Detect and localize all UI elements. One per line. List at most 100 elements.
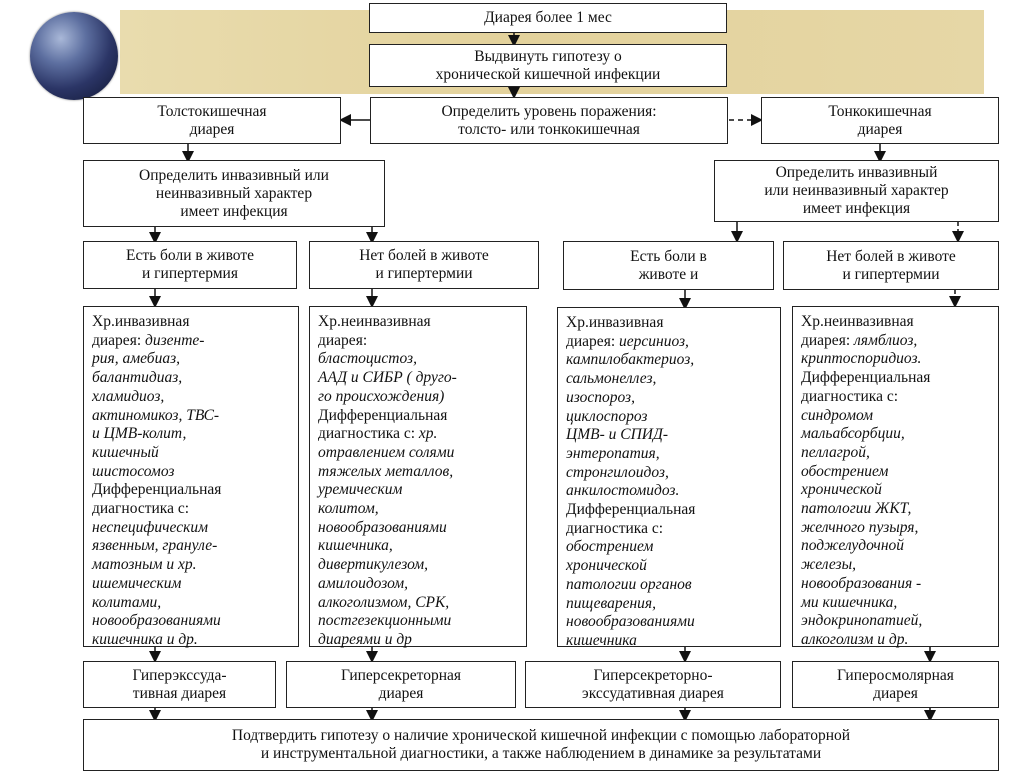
c-line-4: ЦМВ- и СПИД- xyxy=(566,426,772,445)
a-tail-2: матозным и хр. xyxy=(92,556,290,575)
no-pain-right-box: Нет болей в животе и гипертермии xyxy=(783,241,999,290)
d-tail-1: мальабсорбции, xyxy=(801,425,990,444)
invasive-right-line3: имеет инфекция xyxy=(803,200,910,218)
d-tail-10: ми кишечника, xyxy=(801,594,990,613)
a-tail-0: неспецифическим xyxy=(92,519,290,538)
no-pain-left-box: Нет болей в животе и гипертермии xyxy=(309,241,539,289)
chronic-invasive-colonic-box: Хр.инвазивная диарея: дизенте- рия, амеб… xyxy=(83,306,299,647)
d-tail-9: новообразования - xyxy=(801,575,990,594)
a-tail-4: колитами, xyxy=(92,594,290,613)
d-head2-it: лямблиоз, xyxy=(854,332,917,349)
b-tail-4: новообразованиями xyxy=(318,519,518,538)
d-tail-6: желчного пузыря, xyxy=(801,519,990,538)
invasive-right-line1: Определить инвазивный xyxy=(776,164,938,182)
hyperosmolar-box: Гиперосмолярная диарея xyxy=(792,661,999,708)
a-line-2: балантидиаз, xyxy=(92,369,290,388)
d-head2-row: диарея: лямблиоз, xyxy=(801,332,990,351)
hypersecretory-exudative-line2: экссудативная диарея xyxy=(582,685,724,703)
b-head: Хр.неинвазивная xyxy=(318,313,518,332)
b-head2: диарея: xyxy=(318,332,518,351)
a-head2: диарея: xyxy=(92,332,145,349)
b-tail-7: амилоидозом, xyxy=(318,575,518,594)
b-tail-1: тяжелых металлов, xyxy=(318,463,518,482)
d-diff2: диагностика с: xyxy=(801,388,990,407)
confirm-line1: Подтвердить гипотезу о наличие хроническ… xyxy=(232,727,850,745)
b-diff2-row: диагностика с: хр. xyxy=(318,425,518,444)
invasive-check-left-box: Определить инвазивный или неинвазивный х… xyxy=(83,160,385,227)
d-diff1: Дифференциальная xyxy=(801,369,990,388)
b-line-2: го происхождения) xyxy=(318,388,518,407)
b-tail-3: колитом, xyxy=(318,500,518,519)
c-tail-0: обострением xyxy=(566,538,772,557)
pain-fever-right-line2: животе и xyxy=(639,266,699,284)
c-tail-3: пищеварения, xyxy=(566,595,772,614)
c-head2: диарея: xyxy=(566,333,619,350)
c-line-2: изоспороз, xyxy=(566,389,772,408)
c-head2-row: диарея: иерсиниоз, xyxy=(566,333,772,352)
b-tail-5: кишечника, xyxy=(318,537,518,556)
no-pain-right-line2: и гипертермии xyxy=(842,266,939,284)
d-tail-7: поджелудочной xyxy=(801,537,990,556)
a-line-3: хламидиоз, xyxy=(92,388,290,407)
diarrhea-duration-box: Диарея более 1 мес xyxy=(369,3,727,33)
a-diff2: диагностика с: xyxy=(92,500,290,519)
confirm-hypothesis-box: Подтвердить гипотезу о наличие хроническ… xyxy=(83,719,999,771)
d-tail-8: железы, xyxy=(801,556,990,575)
invasive-left-line2: неинвазивный характер xyxy=(156,185,312,203)
c-tail-2: патологии органов xyxy=(566,576,772,595)
b-line-0: бластоцистоз, xyxy=(318,350,518,369)
a-line-7: шистосомоз xyxy=(92,463,290,482)
hypothesis-box: Выдвинуть гипотезу о хронической кишечно… xyxy=(369,44,727,87)
invasive-right-line2: или неинвазивный характер xyxy=(764,182,948,200)
no-pain-right-line1: Нет болей в животе xyxy=(826,248,956,266)
d-tail-11: эндокринопатией, xyxy=(801,612,990,631)
b-tail-9: постгезекционными xyxy=(318,612,518,631)
c-head2-it: иерсиниоз, xyxy=(619,333,689,350)
d-head: Хр.неинвазивная xyxy=(801,313,990,332)
b-tail-2: уремическим xyxy=(318,481,518,500)
a-tail-6: кишечника и др. xyxy=(92,631,290,650)
hypersecretory-line2: диарея xyxy=(379,685,424,703)
confirm-line2: и инструментальной диагностики, а также … xyxy=(261,745,821,763)
c-head: Хр.инвазивная xyxy=(566,314,772,333)
pain-fever-left-line2: и гипертермия xyxy=(142,265,238,283)
small-bowel-diarrhea-box: Тонкокишечная диарея xyxy=(761,97,999,144)
pain-fever-left-line1: Есть боли в животе xyxy=(126,247,254,265)
hyperexudative-line1: Гиперэкссуда- xyxy=(132,667,226,685)
a-tail-3: ишемическим xyxy=(92,575,290,594)
a-line-1: рия, амебиаз, xyxy=(92,350,290,369)
invasive-left-line3: имеет инфекция xyxy=(180,203,287,221)
d-tail-5: патологии ЖКТ, xyxy=(801,500,990,519)
c-line-5: энтеропатия, xyxy=(566,445,772,464)
diarrhea-duration-text: Диарея более 1 мес xyxy=(484,9,612,27)
hyperosmolar-line2: диарея xyxy=(873,685,918,703)
b-tail-8: алкоголизмом, СРК, xyxy=(318,594,518,613)
lesion-level-box: Определить уровень поражения: толсто- ил… xyxy=(370,97,728,144)
hypersecretory-exudative-line1: Гиперсекреторно- xyxy=(594,667,713,685)
no-pain-left-line1: Нет болей в животе xyxy=(359,247,489,265)
hypersecretory-exudative-box: Гиперсекреторно- экссудативная диарея xyxy=(525,661,781,708)
d-line-0: криптоспоридиоз. xyxy=(801,350,990,369)
c-line-0: кампилобактериоз, xyxy=(566,351,772,370)
c-tail-1: хронической xyxy=(566,557,772,576)
a-line-5: и ЦМВ-колит, xyxy=(92,425,290,444)
b-diff2-it: хр. xyxy=(419,425,438,442)
a-head2-row: диарея: дизенте- xyxy=(92,332,290,351)
chronic-noninvasive-small-bowel-box: Хр.неинвазивная диарея: лямблиоз, крипто… xyxy=(792,306,999,647)
globe-icon xyxy=(30,12,118,100)
hypothesis-line1: Выдвинуть гипотезу о xyxy=(474,48,622,66)
c-line-1: сальмонеллез, xyxy=(566,370,772,389)
a-line-4: актиномикоз, ТВС- xyxy=(92,407,290,426)
a-line-0: дизенте- xyxy=(145,332,204,349)
a-tail-1: язвенным, грануле- xyxy=(92,537,290,556)
pain-fever-right-line1: Есть боли в xyxy=(630,248,707,266)
b-diff1: Дифференциальная xyxy=(318,407,518,426)
c-tail-5: кишечника xyxy=(566,632,772,651)
a-tail-5: новообразованиями xyxy=(92,612,290,631)
d-head2: диарея: xyxy=(801,332,854,349)
c-diff1: Дифференциальная xyxy=(566,501,772,520)
hypersecretory-line1: Гиперсекреторная xyxy=(341,667,461,685)
c-tail-4: новообразованиями xyxy=(566,613,772,632)
c-diff2: диагностика с: xyxy=(566,520,772,539)
d-tail-4: хронической xyxy=(801,481,990,500)
